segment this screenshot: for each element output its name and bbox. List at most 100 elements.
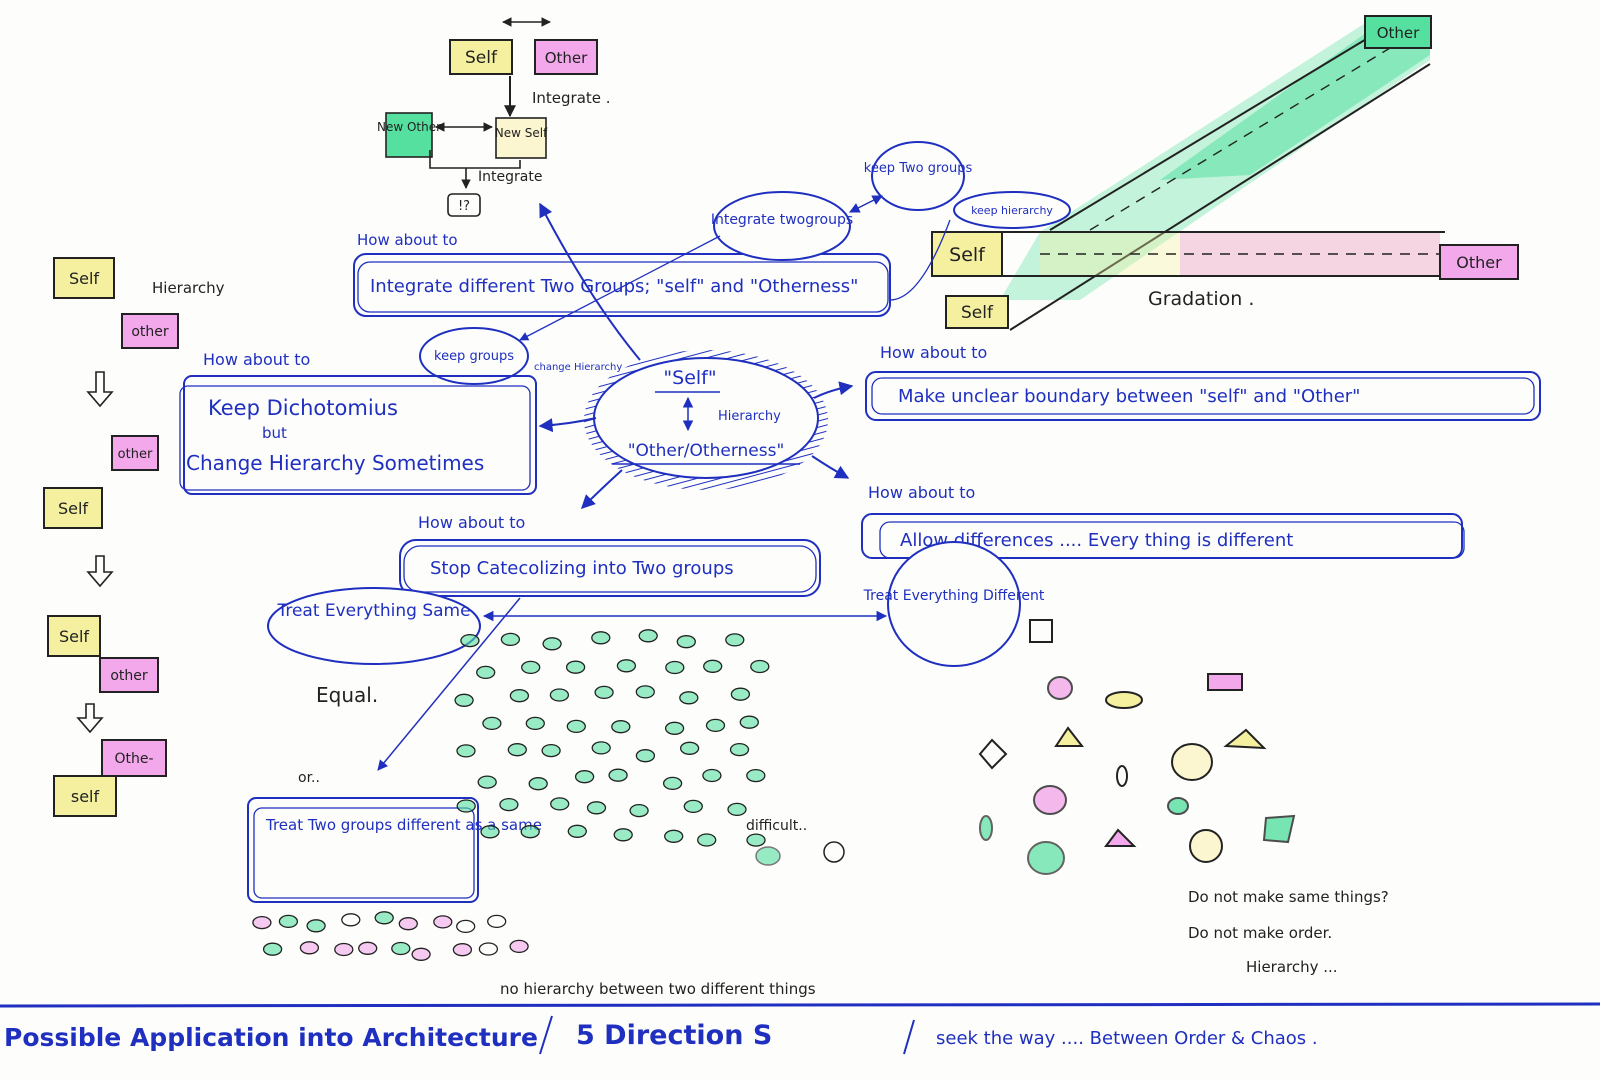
left-self-box-1 xyxy=(53,257,115,299)
difficult-dot xyxy=(755,846,781,866)
keep-groups-label: keep groups xyxy=(434,349,514,364)
shape-star-green xyxy=(1262,814,1296,844)
keep-box xyxy=(183,375,537,495)
integrate-keep-link xyxy=(849,195,883,213)
keep-hierarchy-link xyxy=(889,219,951,301)
treat-two-label: Treat Two groups different as a same xyxy=(265,816,542,834)
equal-dots xyxy=(454,629,770,847)
equal-dot xyxy=(520,825,540,839)
integrate-label-2: Integrate xyxy=(478,169,542,185)
equal-dot xyxy=(574,770,595,784)
do-not-same-note: Do not make same things? xyxy=(1188,888,1389,906)
gradation-other-top-box xyxy=(1364,15,1432,49)
spoke-unclear xyxy=(813,381,854,399)
equal-dot xyxy=(702,768,722,783)
mixed-dots xyxy=(252,911,529,961)
equal-dot xyxy=(608,768,628,782)
shape-circle-cream xyxy=(1189,829,1223,863)
equal-dot xyxy=(746,833,766,847)
equal-dot xyxy=(525,716,545,731)
equal-dot xyxy=(730,687,751,701)
stop-prefix: How about to xyxy=(418,513,525,532)
shape-green-oval xyxy=(979,815,993,841)
keep-prefix: How about to xyxy=(203,350,310,369)
equal-dot xyxy=(480,825,500,839)
integrate-text: Integrate different Two Groups; "self" a… xyxy=(370,276,858,297)
shape-rect-pink xyxy=(1207,673,1243,691)
left-hierarchy-label: Hierarchy xyxy=(152,279,225,297)
difficult-note: difficult.. xyxy=(746,818,807,834)
footer-title: Possible Application into Architecture xyxy=(4,1023,538,1052)
equal-dot xyxy=(746,768,766,783)
gradation-self-mid-label: Self xyxy=(949,244,986,266)
equal-dot xyxy=(567,824,587,838)
equal-dot xyxy=(635,749,656,763)
shape-circle-light xyxy=(1171,743,1213,781)
equal-dot xyxy=(509,689,530,703)
equal-dot xyxy=(565,660,586,674)
integrate-label-1: Integrate . xyxy=(532,89,611,107)
center-node: "Self" Hierarchy "Other/Otherness" xyxy=(584,350,828,490)
treat-same-bubble xyxy=(267,587,481,665)
keep-two-bubble xyxy=(871,141,965,211)
footer: Possible Application into Architecture 5… xyxy=(0,1002,1600,1055)
footer-slash-2 xyxy=(903,1019,915,1055)
equal-dot xyxy=(541,743,561,758)
left-other-label-1: other xyxy=(131,324,169,340)
mixed-dot xyxy=(334,942,354,957)
equal-dot xyxy=(664,721,685,735)
or-note: or.. xyxy=(298,770,320,786)
top-other-label: Other xyxy=(545,49,588,67)
mixed-dot xyxy=(478,942,499,956)
no-hierarchy-note: no hierarchy between two different thing… xyxy=(500,980,816,998)
different-shapes xyxy=(978,619,1296,875)
do-not-order-note: Do not make order. xyxy=(1188,924,1332,942)
equal-dot xyxy=(456,744,476,758)
left-other-label-4: Othe- xyxy=(114,751,153,767)
equal-dot xyxy=(507,743,527,757)
mixed-dot xyxy=(299,941,320,955)
equal-dot xyxy=(638,629,658,643)
gradation-self-low-label: Self xyxy=(961,303,994,323)
shape-diamond xyxy=(978,738,1008,770)
mixed-dot xyxy=(358,941,378,955)
result-label: !? xyxy=(458,199,470,214)
gradation-label: Gradation . xyxy=(1148,288,1254,310)
shape-small-oval xyxy=(1116,765,1128,787)
hierarchy-note: Hierarchy ... xyxy=(1246,958,1338,976)
footer-directions: 5 Direction S xyxy=(576,1020,772,1051)
unclear-prefix: How about to xyxy=(880,343,987,362)
treat-two-box-inner xyxy=(253,807,475,899)
equal-dot xyxy=(454,693,474,707)
equal-dot xyxy=(482,716,502,731)
equal-dot xyxy=(703,659,723,673)
unclear-box xyxy=(865,371,1541,421)
left-self-label-1: Self xyxy=(69,269,99,288)
equal-dot xyxy=(613,828,633,842)
gradation-other-top-label: Other xyxy=(1377,24,1420,42)
equal-dot xyxy=(750,659,770,674)
shape-circle-pink xyxy=(1047,676,1073,700)
left-other-box-1 xyxy=(121,313,179,349)
equal-dot xyxy=(705,718,726,733)
face-icon xyxy=(823,841,845,863)
keep-hierarchy-label: keep hierarchy xyxy=(971,204,1053,217)
direction-allow: How about to Allow differences .... Ever… xyxy=(861,483,1465,667)
equal-dot xyxy=(586,801,607,815)
shape-square xyxy=(1029,619,1053,643)
change-hierarchy-label: change Hierarchy xyxy=(534,362,622,373)
shape-triangle-yellow xyxy=(1054,726,1085,747)
new-self-label: New Self xyxy=(495,126,548,140)
shape-triangle-flat xyxy=(1223,728,1267,750)
treat-two-box xyxy=(247,797,479,903)
equal-dot xyxy=(591,741,611,755)
spoke-allow xyxy=(811,455,850,479)
equal-dot xyxy=(594,685,614,700)
equal-dot xyxy=(550,797,570,811)
equal-dot xyxy=(664,829,684,843)
left-self-label-2: Self xyxy=(58,499,88,518)
shape-oval-yellow xyxy=(1105,691,1143,709)
result-box xyxy=(447,193,481,217)
